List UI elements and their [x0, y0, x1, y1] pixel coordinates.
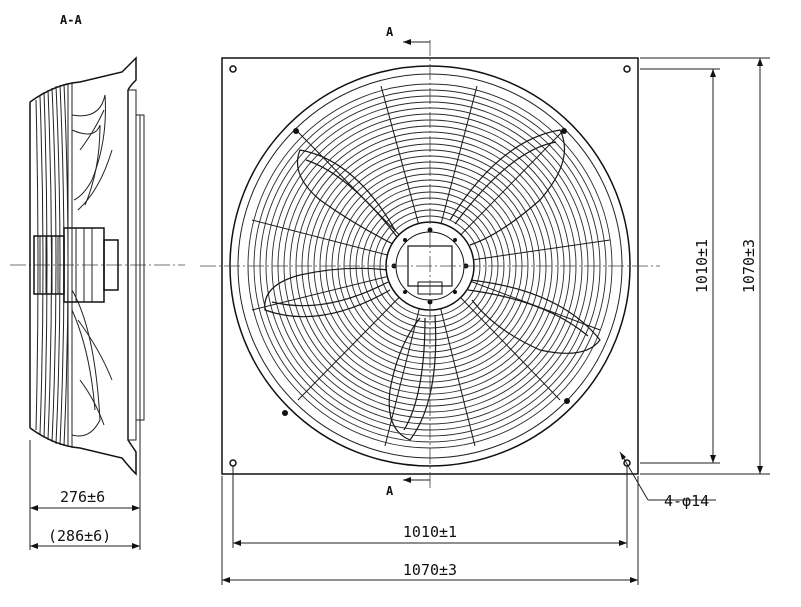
section-marker-top: A	[386, 25, 394, 39]
hole-leader	[619, 451, 716, 501]
hole-spec: 4-φ14	[664, 492, 709, 510]
side-view: A-A	[10, 13, 185, 550]
side-panel-rails	[127, 89, 145, 441]
section-marker-bottom: A	[386, 484, 394, 498]
mounting-hole	[229, 65, 237, 73]
mounting-hole	[229, 459, 237, 467]
side-motor	[33, 227, 119, 303]
side-guard-wires	[35, 82, 73, 448]
vertical-overall-dimension: 1070±3	[740, 239, 758, 293]
depth-dimension: 276±6	[60, 488, 105, 506]
front-view: A A 4-φ14 1010±1 1070±3	[200, 25, 770, 585]
depth-overall-dimension: (286±6)	[48, 527, 111, 545]
mounting-hole	[623, 65, 631, 73]
horizontal-dimensions	[221, 466, 639, 585]
section-marker-bottom-arrow	[403, 477, 430, 483]
horizontal-overall-dimension: 1070±3	[403, 561, 457, 579]
side-dimensions	[29, 420, 141, 550]
vertical-hole-spacing-dimension: 1010±1	[693, 239, 711, 293]
section-title: A-A	[60, 13, 82, 27]
section-marker-top-arrow	[403, 39, 430, 45]
vertical-dimensions	[640, 57, 770, 475]
side-blades	[71, 94, 113, 437]
horizontal-hole-spacing-dimension: 1010±1	[403, 523, 457, 541]
guard-fixings	[282, 128, 570, 416]
